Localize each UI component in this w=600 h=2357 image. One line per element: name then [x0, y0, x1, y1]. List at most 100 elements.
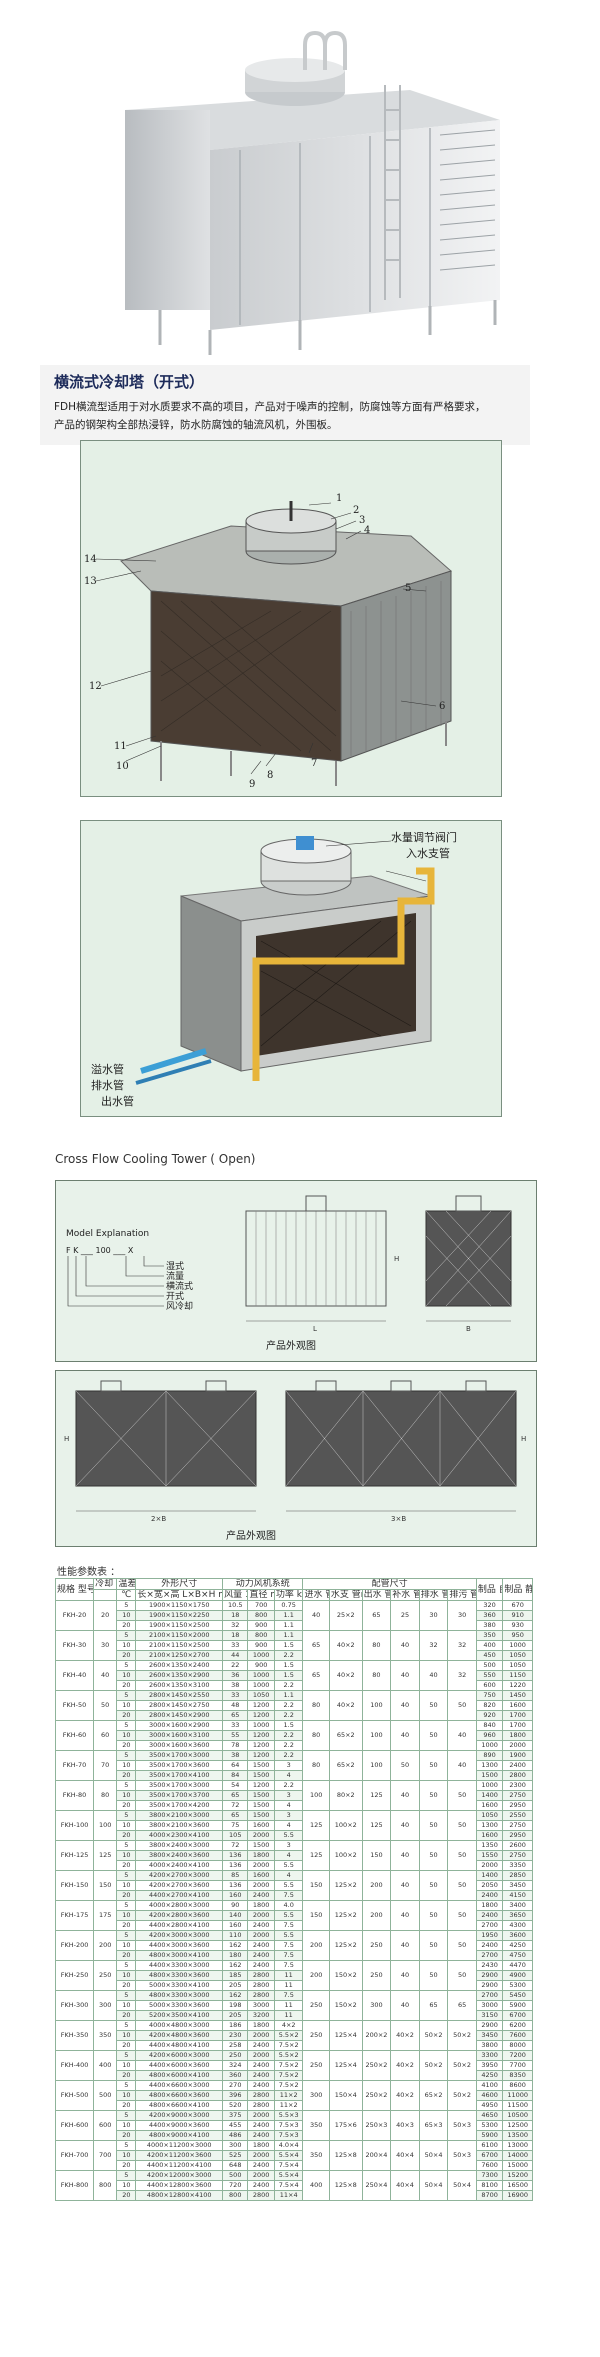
cell-pipe-branch: 100×2	[328, 1840, 363, 1871]
structure-diagram-panel: 1 2 3 4 5 6 7 8 9 10 11 12 13 14	[80, 440, 502, 797]
cell-fan-power: 11	[273, 2000, 304, 2011]
cell-pipe-drain: 50	[418, 1840, 449, 1871]
cell-fan-dia: 900	[247, 1640, 275, 1651]
cell-dims: 4200×4800×3600	[135, 2030, 224, 2041]
cell-fan-dia: 2000	[247, 1930, 275, 1941]
cell-pipe-make: 40	[390, 1960, 420, 1991]
cell-fan-dia: 2400	[247, 1960, 275, 1971]
cell-fan-dia: 2400	[247, 1890, 275, 1901]
cell-fan-flow: 140	[222, 1910, 249, 1921]
cell-pipe-in: 100	[302, 1780, 330, 1811]
cell-fan-dia: 1200	[247, 1730, 275, 1741]
cell-fan-power: 2.2	[273, 1750, 304, 1761]
cell-weight-op: 1150	[502, 1670, 533, 1681]
col-fan-dia: 直径 mm	[247, 1589, 275, 1601]
cell-temp: 20	[116, 2160, 137, 2171]
cell-fan-power: 7.5×4	[273, 2160, 304, 2171]
dim-triple-height-label: H	[521, 1435, 526, 1443]
cell-fan-power: 11×4	[273, 2190, 304, 2201]
cell-pipe-over: 50×2	[447, 2050, 477, 2081]
cell-weight-op: 13000	[502, 2140, 533, 2151]
col-fan: 动力风机系统	[222, 1578, 304, 1590]
cell-temp: 20	[116, 1860, 137, 1871]
cell-temp: 20	[116, 2190, 137, 2201]
cell-pipe-out: 200	[361, 1870, 392, 1901]
cell-weight-net: 2700	[475, 1920, 504, 1931]
cell-fan-dia: 2400	[247, 1950, 275, 1961]
multi-cell-caption: 产品外观图	[226, 1529, 276, 1542]
cell-temp: 5	[116, 1990, 137, 2001]
col-pipe-drain: 排水 管mm	[418, 1589, 449, 1601]
cell-dims: 4400×6000×3600	[135, 2060, 224, 2071]
cell-fan-dia: 1600	[247, 1870, 275, 1881]
cell-weight-op: 1600	[502, 1700, 533, 1711]
cell-dims: 4200×2700×3600	[135, 1880, 224, 1891]
cell-temp: 10	[116, 2090, 137, 2101]
callout-5: 5	[405, 583, 411, 594]
cell-pipe-branch: 150×4	[328, 2080, 363, 2111]
cell-weight-op: 3450	[502, 1880, 533, 1891]
cell-temp: 20	[116, 1770, 137, 1781]
cell-fan-dia: 3000	[247, 2000, 275, 2011]
cell-temp: 10	[116, 2030, 137, 2041]
cell-dims: 3500×1700×3600	[135, 1760, 224, 1771]
cell-fan-dia: 1200	[247, 1710, 275, 1721]
cell-weight-op: 5900	[502, 2000, 533, 2011]
cell-fan-flow: 33	[222, 1690, 249, 1701]
cell-fan-power: 11×2	[273, 2100, 304, 2111]
cell-weight-op: 1450	[502, 1690, 533, 1701]
dim-height-label: H	[394, 1255, 399, 1263]
cell-weight-op: 4900	[502, 1970, 533, 1981]
callout-1: 1	[336, 493, 342, 504]
cell-dims: 3000×1600×3600	[135, 1740, 224, 1751]
callout-14: 14	[84, 554, 97, 565]
cell-fan-dia: 1500	[247, 1810, 275, 1821]
cell-fan-flow: 162	[222, 1960, 249, 1971]
cell-weight-net: 920	[475, 1710, 504, 1721]
cell-temp: 10	[116, 1760, 137, 1771]
cell-fan-dia: 2400	[247, 1920, 275, 1931]
cell-fan-flow: 800	[222, 2190, 249, 2201]
cell-temp: 5	[116, 2020, 137, 2031]
cell-temp: 5	[116, 2170, 137, 2181]
cell-pipe-make: 40	[390, 1720, 420, 1751]
cell-dims: 3500×1700×3700	[135, 1790, 224, 1801]
cell-pipe-make: 40×4	[390, 2140, 420, 2171]
cell-pipe-over: 32	[447, 1660, 477, 1691]
cell-weight-op: 2750	[502, 1790, 533, 1801]
cell-flow: 700	[93, 2140, 118, 2171]
cell-weight-net: 750	[475, 1690, 504, 1701]
cell-fan-flow: 270	[222, 2080, 249, 2091]
callout-11: 11	[114, 741, 127, 752]
cell-weight-op: 1050	[502, 1660, 533, 1671]
cell-pipe-branch: 40×2	[328, 1630, 363, 1661]
cell-fan-flow: 36	[222, 1670, 249, 1681]
structure-diagram: 1 2 3 4 5 6 7 8 9 10 11 12 13 14	[84, 493, 452, 790]
cell-temp: 5	[116, 1840, 137, 1851]
cell-fan-flow: 162	[222, 1990, 249, 2001]
cell-dims: 4400×2800×4100	[135, 1920, 224, 1931]
cell-weight-net: 4600	[475, 2090, 504, 2101]
cell-weight-op: 4470	[502, 1960, 533, 1971]
cell-model: FKH-400	[54, 2050, 95, 2081]
cell-fan-dia: 2800	[247, 1990, 275, 2001]
cell-temp: 5	[116, 1660, 137, 1671]
cell-pipe-make: 40	[390, 1900, 420, 1931]
cell-pipe-make: 40	[390, 1870, 420, 1901]
callout-2: 2	[353, 505, 359, 516]
cell-fan-flow: 65	[222, 1790, 249, 1801]
cell-weight-net: 2050	[475, 1880, 504, 1891]
callout-12: 12	[89, 681, 102, 692]
cell-fan-flow: 110	[222, 1930, 249, 1941]
cell-pipe-out: 80	[361, 1660, 392, 1691]
cell-temp: 5	[116, 1630, 137, 1641]
cell-dims: 4400×9000×3600	[135, 2120, 224, 2131]
cell-fan-dia: 2400	[247, 1940, 275, 1951]
